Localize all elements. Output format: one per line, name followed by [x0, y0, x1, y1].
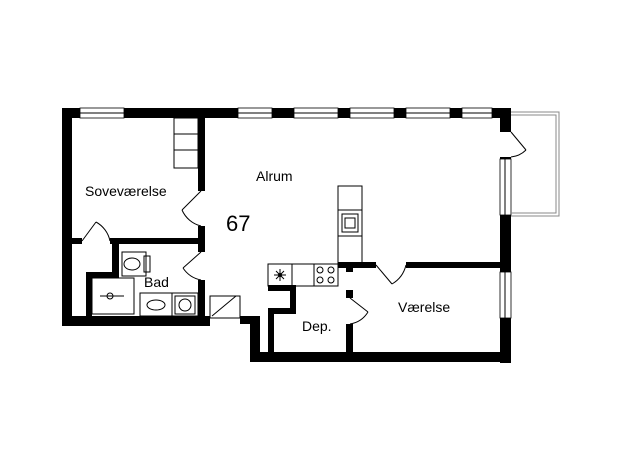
door-swings	[81, 190, 407, 325]
interior-walls	[72, 118, 501, 354]
bathroom-fixtures	[91, 251, 199, 317]
wardrobe	[173, 117, 199, 169]
room-label-alrum: Alrum	[256, 168, 293, 184]
windows-top	[79, 107, 493, 119]
exterior-walls	[62, 108, 511, 363]
fan-icon	[274, 269, 286, 281]
windows-right	[499, 158, 512, 319]
room-label-sovevaerelse: Soveværelse	[85, 183, 167, 199]
room-label-bad: Bad	[144, 274, 169, 290]
room-label-vaerelse: Værelse	[398, 299, 450, 315]
balcony	[510, 111, 560, 217]
room-label-depot: Dep.	[302, 318, 332, 334]
area-number: 67	[226, 211, 250, 236]
entrance	[209, 295, 241, 319]
kitchen-counter	[267, 185, 363, 287]
